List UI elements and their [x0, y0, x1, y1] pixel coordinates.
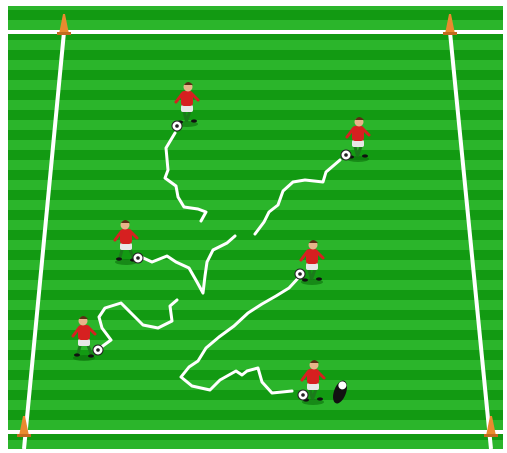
- turf: [8, 6, 503, 449]
- ball-icon: [298, 390, 308, 400]
- ball-icon: [341, 150, 351, 160]
- ball-icon: [93, 345, 103, 355]
- ball-icon: [172, 121, 182, 131]
- ball-icon: [133, 253, 143, 263]
- ball-icon: [295, 269, 305, 279]
